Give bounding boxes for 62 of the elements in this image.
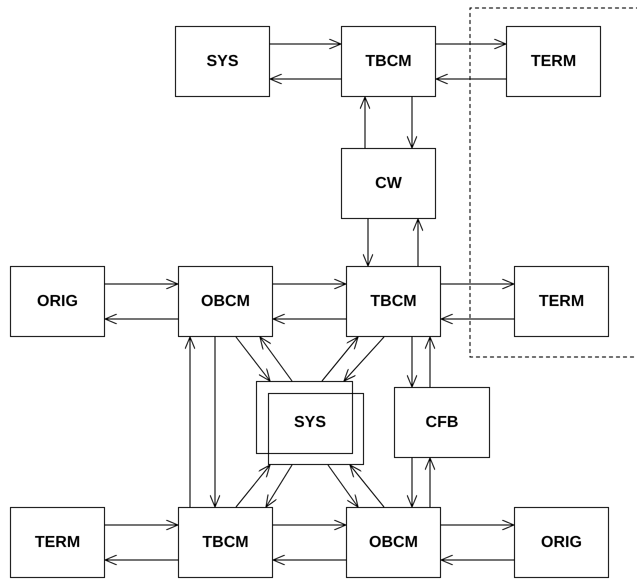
arrow (272, 520, 346, 530)
process-box (346, 507, 441, 578)
box-label: ORIG (541, 532, 582, 552)
process-box (10, 266, 105, 337)
arrow (440, 520, 514, 530)
process-box (394, 387, 490, 458)
arrow (104, 520, 178, 530)
arrow (436, 38, 506, 50)
box-label: TBCM (370, 292, 417, 312)
arrow (350, 464, 384, 508)
arrow (272, 554, 346, 566)
arrow (424, 336, 436, 388)
arrow (260, 336, 292, 382)
double-process-box (256, 381, 364, 465)
arrow (362, 218, 374, 266)
box-label: SYS (294, 413, 326, 433)
arrow (184, 336, 196, 508)
arrow (272, 278, 346, 290)
arrow (406, 458, 418, 508)
box-label: CFB (426, 412, 458, 432)
box-label: TERM (530, 52, 576, 72)
arrow (266, 464, 292, 508)
process-box (341, 26, 436, 97)
process-box (341, 148, 436, 219)
arrow (210, 336, 220, 508)
box-label: ORIG (37, 292, 78, 312)
arrow (406, 96, 418, 148)
arrow (440, 314, 514, 324)
box-label: TERM (34, 532, 80, 552)
process-box (178, 266, 273, 337)
arrow (270, 38, 342, 50)
box-label: TBCM (202, 532, 249, 552)
box-label: TBCM (365, 52, 412, 72)
box-label: SYS (206, 52, 238, 72)
arrow (436, 74, 506, 84)
box-label: OBCM (201, 292, 250, 312)
arrow (344, 336, 384, 382)
process-box (514, 266, 609, 337)
process-box (346, 266, 441, 337)
process-box (175, 26, 270, 97)
arrow (424, 458, 436, 508)
arrow (322, 336, 358, 382)
box-label: TERM (538, 292, 584, 312)
arrow (104, 278, 178, 290)
process-box (514, 507, 609, 578)
arrow (406, 336, 418, 388)
process-box (506, 26, 601, 97)
arrow (236, 464, 270, 508)
process-box (10, 507, 105, 578)
box-label: CW (375, 174, 402, 194)
arrow (236, 336, 270, 382)
arrow (104, 314, 178, 324)
arrow (440, 554, 514, 566)
box-label: OBCM (369, 532, 418, 552)
arrow (270, 74, 342, 84)
arrow (360, 96, 370, 148)
arrow (328, 464, 358, 508)
arrow (440, 278, 514, 290)
arrow (104, 554, 178, 566)
arrow (272, 314, 346, 324)
arrow (412, 218, 424, 266)
process-box (178, 507, 273, 578)
